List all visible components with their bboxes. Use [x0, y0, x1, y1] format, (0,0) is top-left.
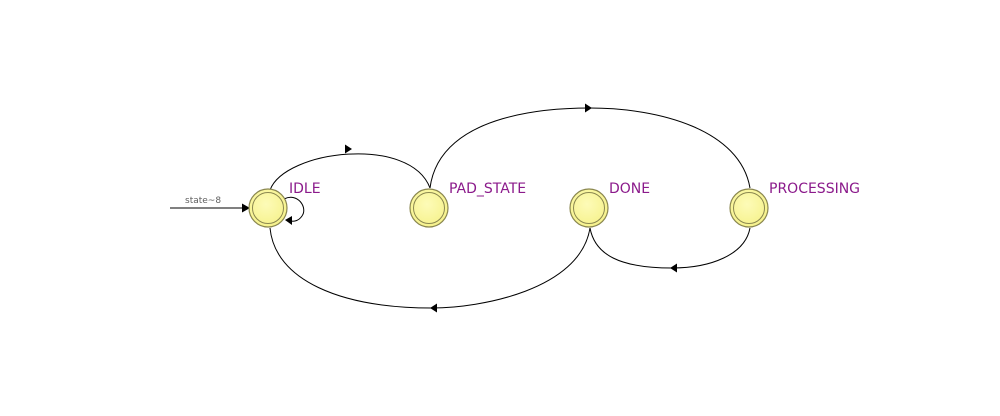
- transition-done-to-idle-arrowhead: [430, 303, 437, 313]
- state-idle-inner-ring: [252, 192, 284, 224]
- transition-pad-state-to-processing-path: [429, 107, 751, 189]
- transition-idle-to-pad-state-arrowhead: [345, 144, 352, 154]
- state-processing-outer-ring: [729, 188, 769, 228]
- transition-pad-state-to-processing: [429, 103, 751, 189]
- transition-processing-to-done-path: [589, 227, 751, 269]
- state-done-inner-ring: [573, 192, 605, 224]
- reset-transition: state~8: [170, 196, 250, 213]
- transition-processing-to-done-arrowhead: [670, 263, 677, 273]
- state-idle-label: IDLE: [289, 181, 321, 197]
- state-processing-label: PROCESSING: [769, 181, 860, 197]
- transition-done-to-idle: [269, 227, 591, 313]
- state-pad-state-label: PAD_STATE: [449, 181, 526, 197]
- reset-transition-arrowhead: [242, 203, 250, 213]
- transition-idle-to-pad-state: [269, 144, 431, 191]
- transition-idle-to-pad-state-path: [269, 153, 431, 191]
- state-idle: IDLE: [248, 181, 321, 228]
- state-pad-state: PAD_STATE: [409, 181, 526, 228]
- transition-processing-to-done: [589, 227, 751, 273]
- reset-transition-label: state~8: [185, 196, 221, 206]
- state-idle-outer-ring: [248, 188, 288, 228]
- transition-pad-state-to-processing-arrowhead: [585, 103, 592, 113]
- transition-idle-to-idle: [283, 196, 305, 225]
- state-pad-state-outer-ring: [409, 188, 449, 228]
- transition-done-to-idle-path: [269, 227, 591, 309]
- state-done-outer-ring: [569, 188, 609, 228]
- transition-idle-to-idle-arrowhead: [285, 216, 292, 225]
- state-done: DONE: [569, 181, 650, 228]
- state-pad-state-inner-ring: [413, 192, 445, 224]
- state-processing: PROCESSING: [729, 181, 860, 228]
- state-done-label: DONE: [609, 181, 650, 197]
- state-processing-inner-ring: [733, 192, 765, 224]
